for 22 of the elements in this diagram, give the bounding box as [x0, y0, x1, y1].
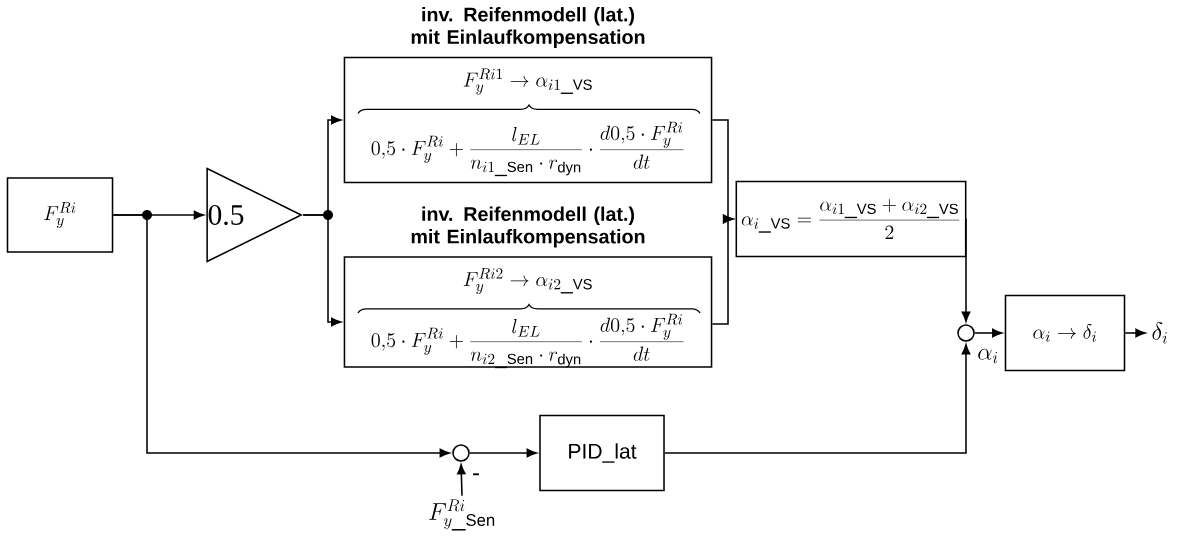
block-box: $\alpha_i\rightarrow\delta_i$ — [1004, 294, 1126, 372]
arrow — [961, 218, 971, 322]
arrow — [457, 464, 466, 497]
signal-label: $\alpha_i$ — [978, 348, 998, 364]
block-box: $\alpha_{i\_\mathrm{VS}}=\frac{\alpha_{i1\_\mathrm{VS}}+\alpha_{i2\_\mathrm{VS}}}{2}$ — [735, 180, 967, 258]
signal-label: $\delta_i$ — [1152, 322, 1167, 344]
arrow — [1124, 328, 1146, 338]
model-box: $F_y^{Ri1}\rightarrow\alpha_{i1\_\mathrm{VS}}$ $0{,}5\cdot F_y^{Ri}+\frac{l_{EL}}{n_{i1\_\mathrm{Sen}}\cdot r_{\mathrm{dyn}}}\cdot\frac{d0{,}5\cdot F_y^{Ri}}{dt}$ — [343, 56, 713, 184]
minus-sign: - — [473, 473, 479, 476]
arrow — [664, 344, 971, 454]
signal-label: $F_{y\_\mathrm{Sen}}^{Ri}$ — [429, 499, 495, 531]
arrow — [469, 448, 537, 458]
block-box: PID_lat — [539, 414, 665, 492]
model-box: $F_y^{Ri2}\rightarrow\alpha_{i2\_\mathrm{VS}}$ $0{,}5\cdot F_y^{Ri}+\frac{l_{EL}}{n_{i2\_\mathrm{Sen}}\cdot r_{\mathrm{dyn}}}\cdot\frac{d0{,}5\cdot F_y^{Ri}}{dt}$ — [343, 256, 713, 369]
arrow — [974, 328, 1003, 338]
sum-circle — [957, 324, 975, 342]
arrow — [711, 214, 734, 325]
block-box: $F_y^{Ri}$ — [6, 177, 114, 253]
arrow — [112, 214, 450, 458]
arrow — [302, 214, 342, 327]
block-heading: inv. Reifenmodell (lat.) mit Einlaufkompensation — [411, 206, 645, 248]
block-heading: inv. Reifenmodell (lat.) mit Einlaufkompensation — [411, 7, 645, 48]
